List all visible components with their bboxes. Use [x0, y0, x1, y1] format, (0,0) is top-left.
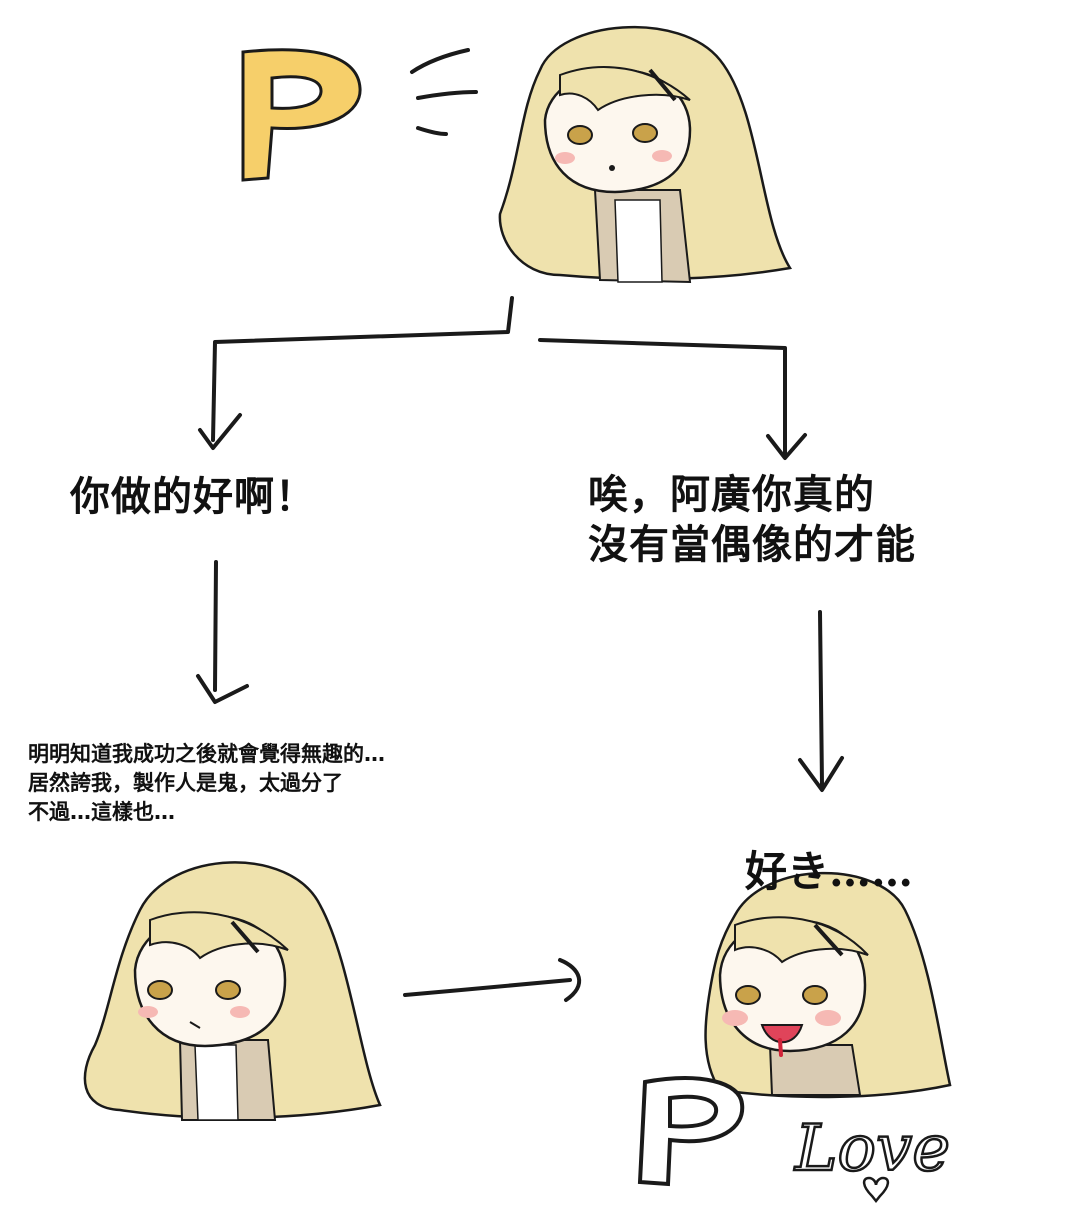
outline-p-icon	[637, 1076, 745, 1187]
thought-line-3: 不過…這樣也…	[28, 800, 175, 824]
criticism-line-2: 沒有當偶像的才能	[588, 522, 916, 568]
inner-thought-text: 明明知道我成功之後就會覺得無趣的… 居然誇我，製作人是鬼，太過分了 不過…這樣也…	[28, 740, 385, 827]
speech-lines	[410, 48, 478, 136]
suki-text: 好き……	[745, 838, 913, 899]
character-bottom-left	[83, 861, 382, 1121]
character-bottom-right	[704, 871, 952, 1099]
thought-line-2: 居然誇我，製作人是鬼，太過分了	[28, 771, 343, 795]
criticism-line-1: 唉，阿廣你真的	[588, 472, 875, 518]
flow-arrows	[196, 296, 844, 1002]
love-text: Love	[794, 1111, 952, 1188]
praise-line: 你做的好啊！	[70, 474, 316, 520]
criticism-text: 唉，阿廣你真的 沒有當偶像的才能	[588, 470, 916, 570]
suki-line: 好き……	[745, 847, 914, 896]
heart-icon	[862, 1176, 890, 1204]
praise-text: 你做的好啊！	[70, 472, 316, 522]
character-top	[498, 25, 793, 284]
love-word: Love	[794, 1111, 952, 1188]
thought-line-1: 明明知道我成功之後就會覺得無趣的…	[28, 742, 385, 766]
yellow-p-icon	[241, 48, 362, 182]
